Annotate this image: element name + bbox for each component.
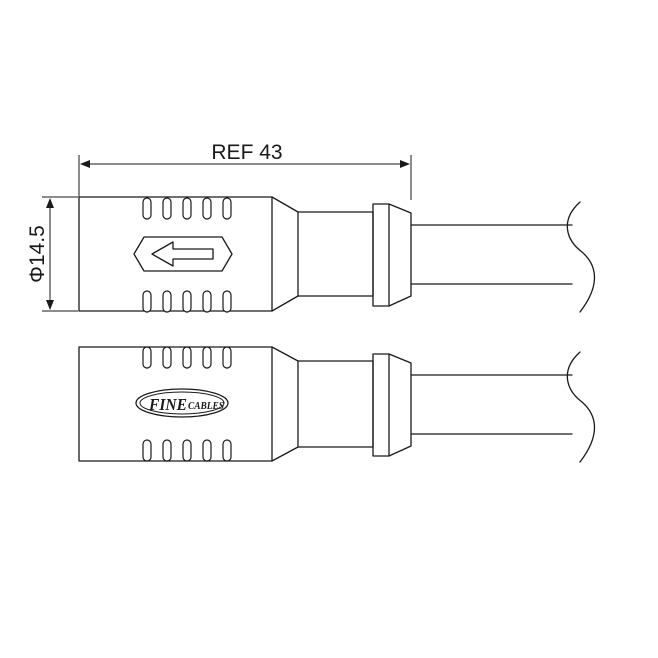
- grip-slot: [222, 346, 232, 369]
- cable-break-line: [566, 351, 595, 463]
- grip-slot: [202, 197, 212, 220]
- grip-slot: [142, 346, 152, 369]
- grip-slots-bottom-row: [142, 439, 232, 462]
- connector-top-view: [78, 196, 595, 313]
- logo-text-big: FINE: [148, 395, 187, 414]
- strain-relief-collar: [372, 353, 412, 457]
- cable: [410, 374, 573, 435]
- grip-slot: [182, 197, 192, 220]
- grip-slot: [162, 346, 172, 369]
- grip-slot: [182, 439, 192, 462]
- grip-slot: [202, 290, 212, 313]
- logo-outer-ring: [135, 388, 229, 418]
- grip-slot: [182, 290, 192, 313]
- length-dimension: REF 43: [78, 141, 412, 200]
- connector-bottom-view: FINE CABLES: [78, 346, 595, 463]
- grip-slots-top-row: [142, 346, 232, 369]
- length-label: REF 43: [211, 141, 282, 164]
- grip-slot: [162, 439, 172, 462]
- arrow-marking-inner: [151, 241, 214, 267]
- brand-logo: FINE CABLES: [135, 388, 229, 418]
- grip-slot: [222, 439, 232, 462]
- grip-slot: [222, 197, 232, 220]
- grip-slot: [142, 439, 152, 462]
- logo-text-small: CABLES: [188, 401, 224, 412]
- diameter-dimension: Φ14.5: [26, 196, 78, 312]
- cable: [410, 224, 573, 285]
- cable-break-line: [566, 201, 595, 313]
- connector-neck: [297, 211, 374, 297]
- grip-slots-bottom-row: [142, 290, 232, 313]
- grip-slot: [162, 197, 172, 220]
- diameter-label: Φ14.5: [26, 225, 49, 283]
- arrow-marking-outer: [133, 236, 233, 272]
- logo-inner-ring: [139, 391, 225, 415]
- grip-slot: [222, 290, 232, 313]
- arrow-icon: [133, 236, 233, 272]
- grip-slot: [182, 346, 192, 369]
- strain-relief-collar: [372, 203, 412, 307]
- grip-slot: [202, 346, 212, 369]
- grip-slot: [162, 290, 172, 313]
- connector-neck: [297, 360, 374, 448]
- grip-slots-top-row: [142, 197, 232, 220]
- grip-slot: [142, 290, 152, 313]
- grip-slot: [202, 439, 212, 462]
- grip-slot: [142, 197, 152, 220]
